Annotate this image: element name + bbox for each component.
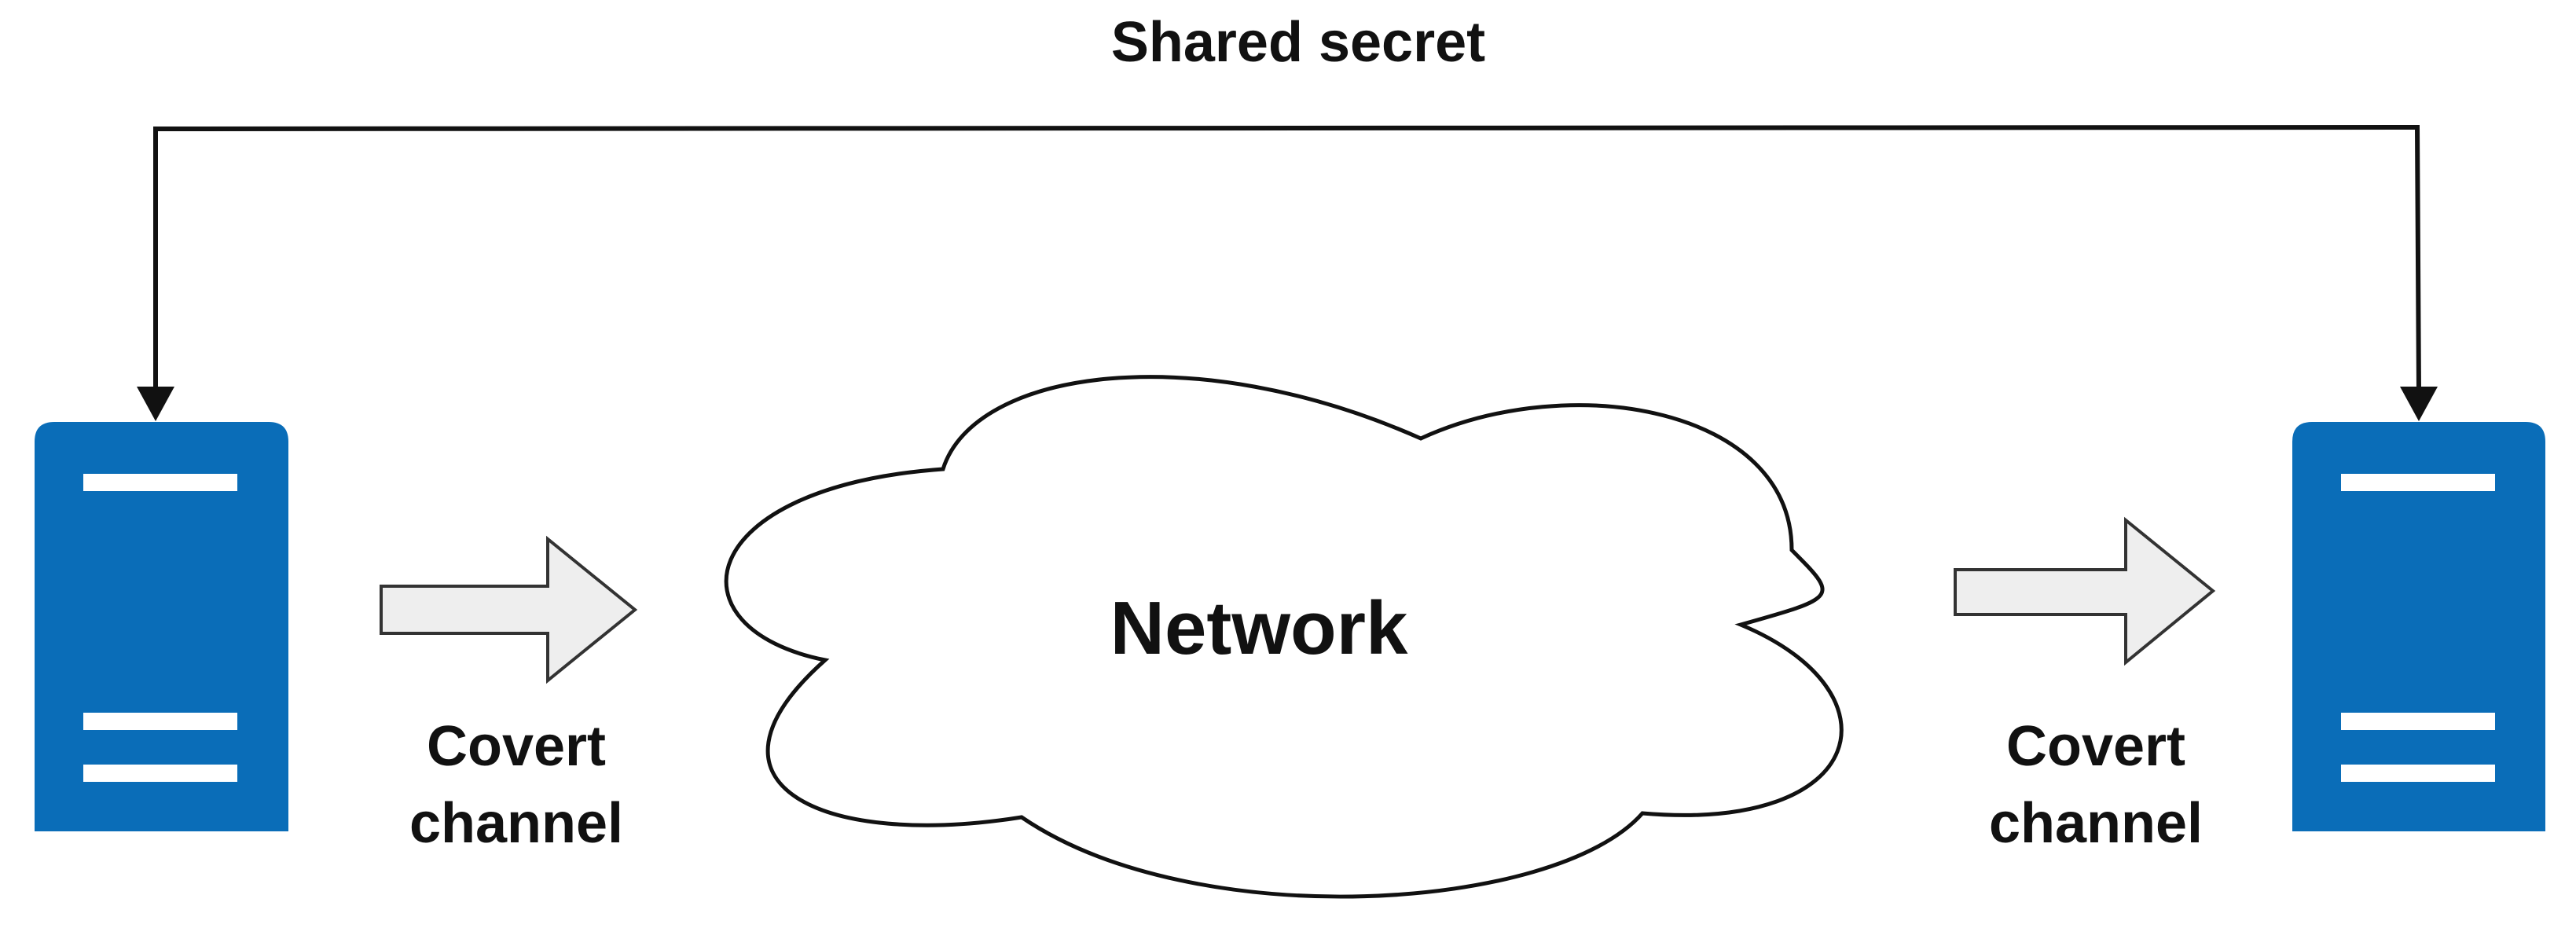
shared-secret-label: Shared secret	[1111, 11, 1485, 74]
right-covert-arrow-icon	[1954, 516, 2216, 666]
right-covert-channel-line2: channel	[1989, 792, 2203, 855]
right-covert-channel-line1: Covert	[2006, 715, 2185, 778]
left-server-slot-middle	[83, 713, 237, 730]
right-arrowhead-icon	[2400, 387, 2438, 421]
left-server-slot-top	[83, 474, 237, 491]
shared-secret-line	[153, 124, 2421, 394]
right-server-slot-bottom	[2341, 765, 2495, 782]
left-server-slot-bottom	[83, 765, 237, 782]
network-cloud-icon	[724, 375, 1844, 899]
left-covert-arrow-icon	[380, 535, 638, 684]
left-server-icon	[35, 422, 288, 831]
shared-secret-connector	[137, 124, 2438, 421]
right-server-icon	[2292, 422, 2545, 831]
right-server-slot-top	[2341, 474, 2495, 491]
left-covert-channel-line1: Covert	[427, 715, 606, 778]
right-server-slot-middle	[2341, 713, 2495, 730]
left-arrowhead-icon	[137, 387, 174, 421]
network-label: Network	[1110, 586, 1408, 670]
left-covert-channel-line2: channel	[409, 792, 623, 855]
